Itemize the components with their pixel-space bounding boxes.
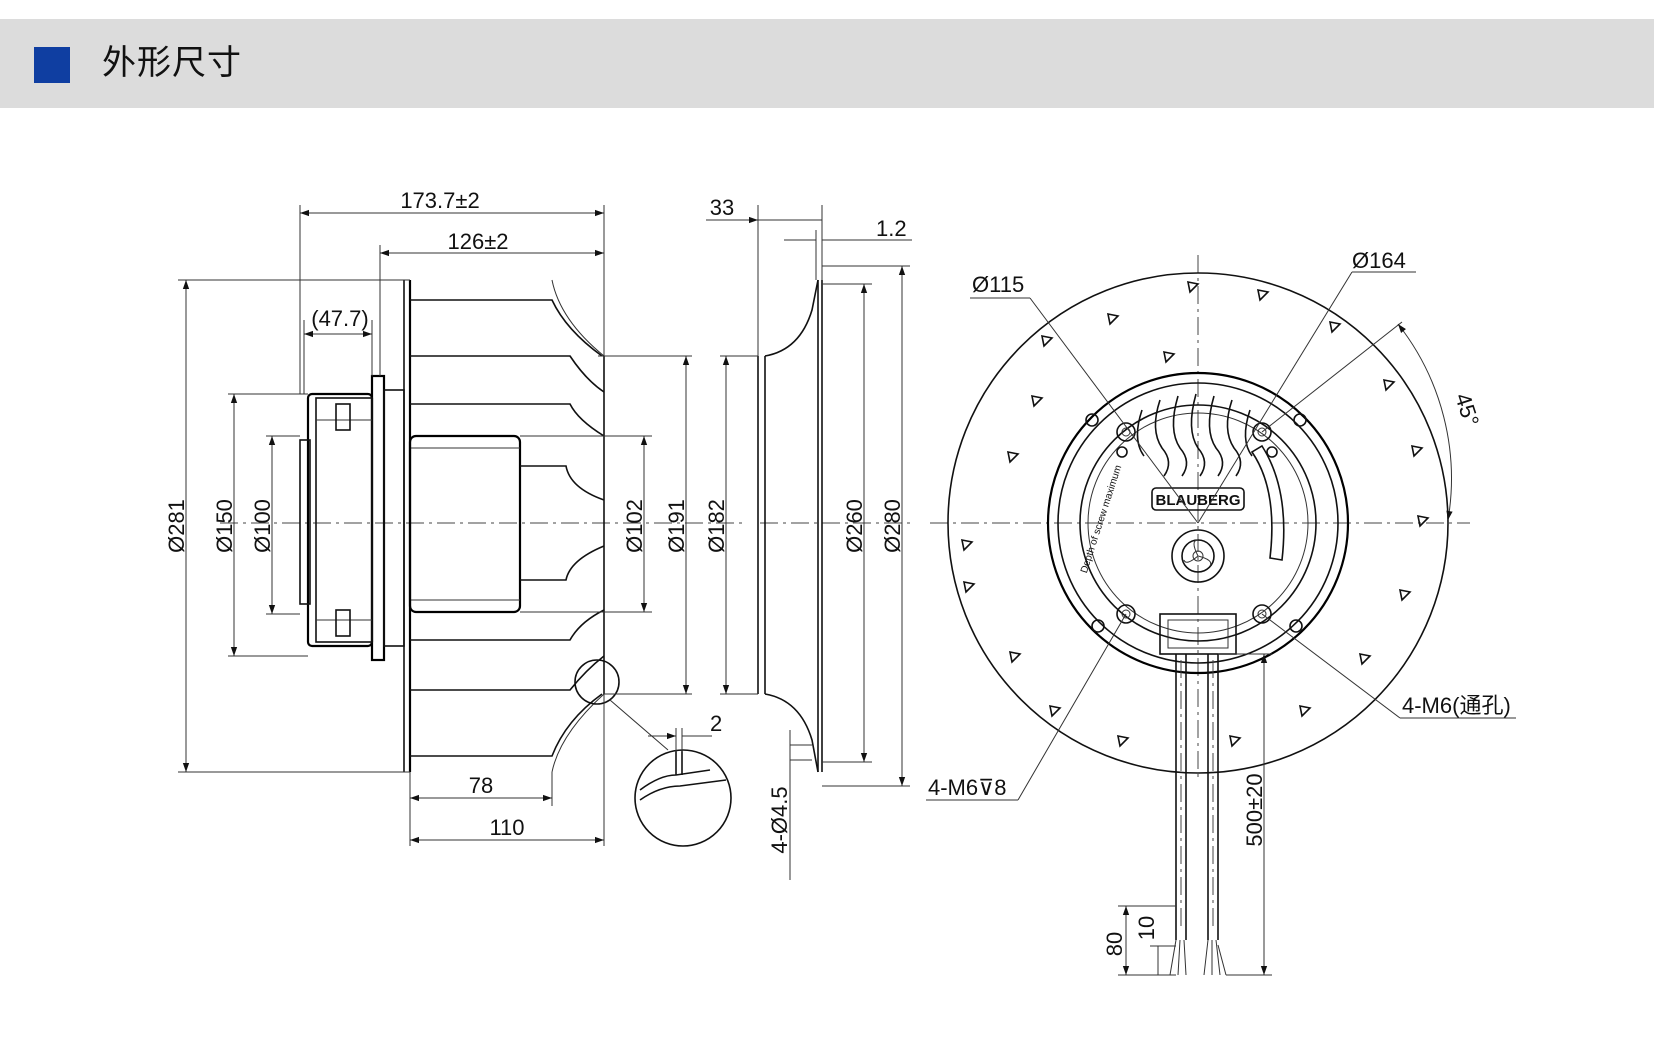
section-header: 外形尺寸 bbox=[0, 19, 1654, 108]
dim-80: 80 bbox=[1102, 932, 1127, 956]
dim-150: Ø150 bbox=[212, 499, 237, 553]
dim-100: Ø100 bbox=[250, 499, 275, 553]
dim-33: 33 bbox=[710, 195, 734, 220]
dim-260: Ø260 bbox=[842, 499, 867, 553]
dim-78: 78 bbox=[469, 773, 493, 798]
dim-47-7: (47.7) bbox=[311, 306, 368, 331]
dim-280: Ø280 bbox=[880, 499, 905, 553]
dim-164: Ø164 bbox=[1352, 248, 1406, 273]
side-view: 173.7±2 126±2 (47.7) Ø281 Ø150 Ø100 Ø102… bbox=[164, 188, 745, 847]
dim-1-2: 1.2 bbox=[876, 216, 907, 241]
dim-45-deg: 45° bbox=[1450, 390, 1484, 429]
dim-2: 2 bbox=[710, 711, 722, 736]
dim-182: Ø182 bbox=[704, 499, 729, 553]
dim-281: Ø281 bbox=[164, 499, 189, 553]
brand-logo-text: BLAUBERG bbox=[1156, 492, 1241, 509]
dim-m6-depth: 4-M6⊽8 bbox=[928, 775, 1006, 800]
dim-10: 10 bbox=[1134, 916, 1159, 940]
dim-191: Ø191 bbox=[664, 499, 689, 553]
blade-tip-marks bbox=[960, 280, 1430, 748]
dim-102: Ø102 bbox=[622, 499, 647, 553]
dim-500: 500±20 bbox=[1242, 773, 1267, 846]
dim-holes-4-5: 4-Ø4.5 bbox=[767, 786, 792, 853]
front-view: BLAUBERG Depth of screw maximum bbox=[926, 248, 1516, 976]
dim-173-7: 173.7±2 bbox=[400, 188, 479, 213]
ring-view: 33 1.2 Ø182 Ø260 Ø280 4-Ø4.5 bbox=[704, 195, 912, 880]
screw-depth-label: Depth of screw maximum bbox=[1079, 464, 1124, 575]
dim-m6-through: 4-M6(通孔) bbox=[1402, 693, 1511, 718]
dim-115: Ø115 bbox=[972, 272, 1024, 297]
section-title: 外形尺寸 bbox=[102, 43, 242, 83]
dim-126: 126±2 bbox=[447, 229, 508, 254]
dim-110: 110 bbox=[489, 815, 524, 840]
section-marker-icon bbox=[34, 47, 70, 83]
